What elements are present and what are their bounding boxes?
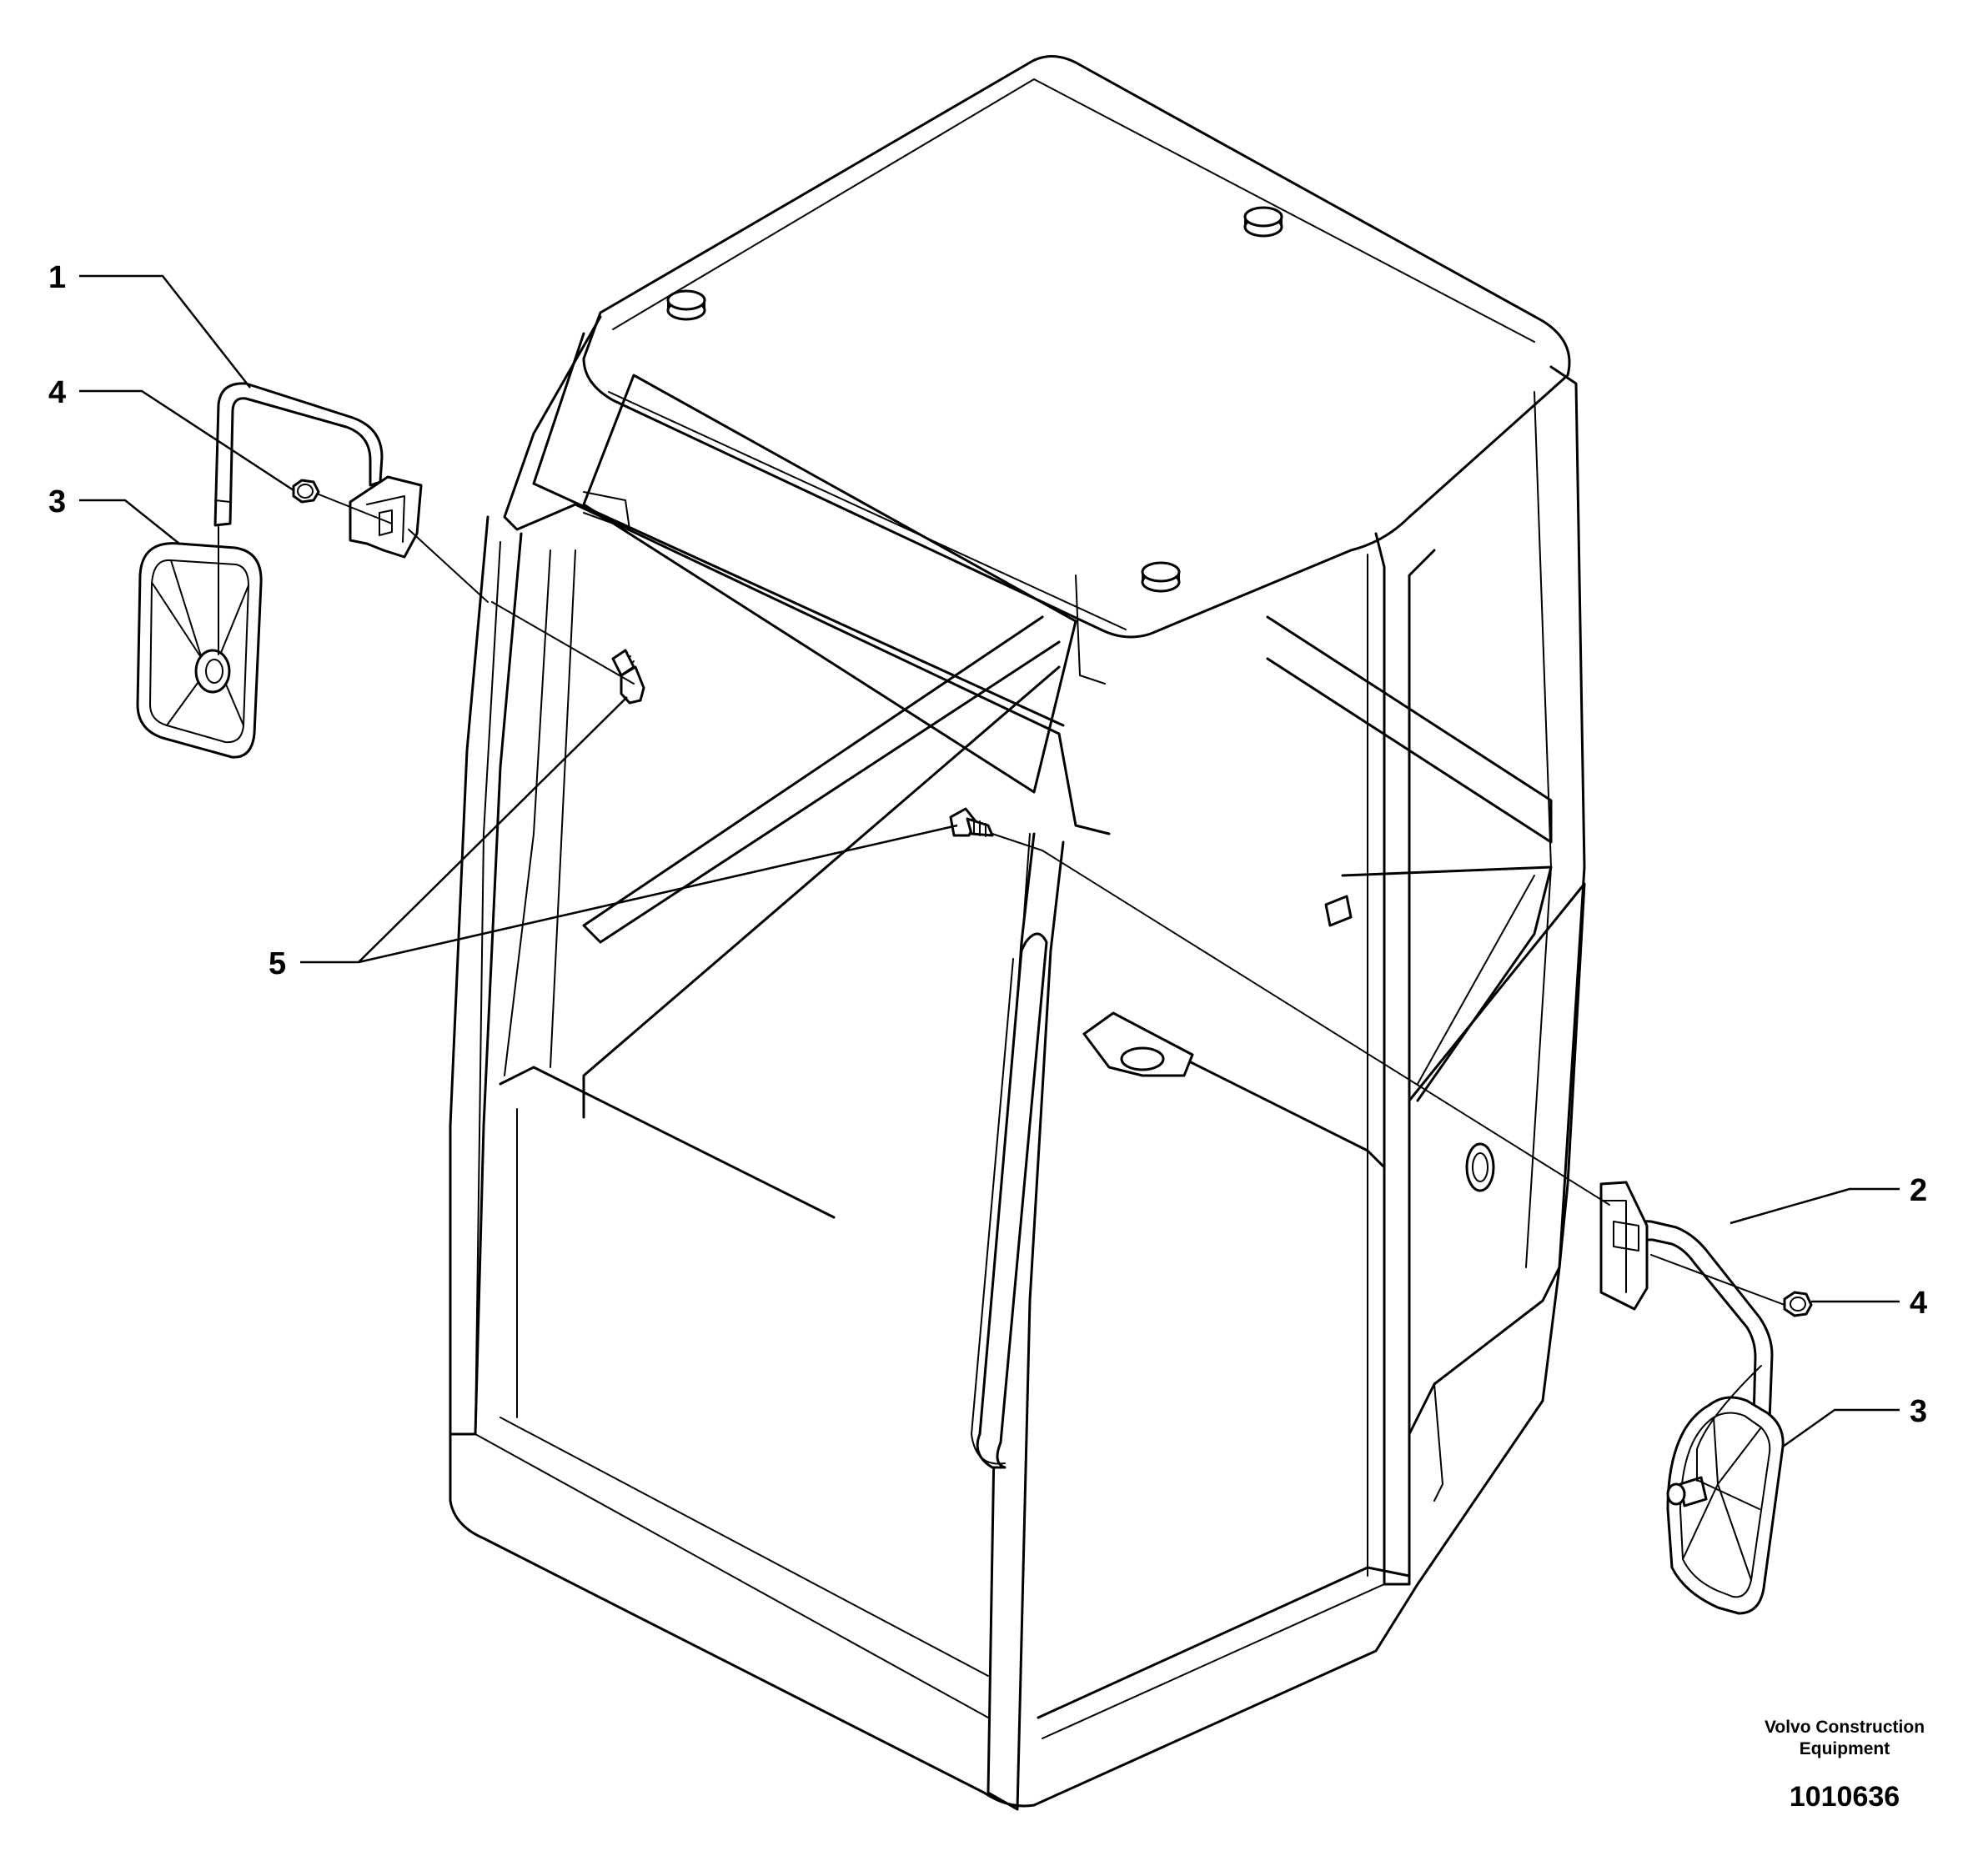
front-left-pillar: [449, 515, 523, 1436]
manufacturer-name-line-2: Equipment: [1800, 1739, 1890, 1758]
door-latch: [1324, 895, 1353, 927]
left-mirror-assembly: [136, 382, 423, 759]
cab-roof: [582, 55, 1571, 639]
callout-3-left: 3: [48, 484, 180, 544]
operator-cab: [449, 55, 1586, 1811]
svg-text:1: 1: [48, 260, 66, 295]
svg-text:4: 4: [1910, 1286, 1927, 1321]
left-mirror-arm: [213, 382, 384, 527]
cab-base-frame: [449, 1424, 1419, 1808]
rear-right-pillar: [1416, 365, 1586, 1586]
drawing-number: 1010636: [1790, 1781, 1900, 1813]
bolt-lower: [949, 807, 994, 837]
grab-handle: [976, 932, 1048, 1469]
roof-mount-pads: [666, 206, 1283, 593]
svg-text:2: 2: [1910, 1173, 1927, 1208]
bolt-upper: [611, 649, 645, 705]
side-panel-grommet: [1465, 1142, 1495, 1192]
callout-2: 2: [1729, 1173, 1927, 1225]
svg-text:3: 3: [48, 484, 66, 519]
callout-1: 1: [48, 260, 251, 389]
left-nut: [292, 479, 320, 504]
manufacturer-name-line-1: Volvo Construction: [1765, 1718, 1925, 1737]
right-mirror-arm: [1619, 1220, 1774, 1511]
rear-mount-bracket: [1082, 1011, 1194, 1077]
callout-3-right: 3: [1782, 1394, 1927, 1448]
callout-4-left: 4: [48, 375, 294, 492]
left-mirror-bracket: [349, 475, 423, 559]
drawing-footer: Volvo Construction Equipment 1010636: [1765, 1718, 1925, 1813]
svg-text:3: 3: [1910, 1394, 1927, 1429]
right-nut: [1783, 1291, 1813, 1317]
svg-text:4: 4: [48, 375, 66, 410]
right-mirror-assembly: [1599, 1181, 1813, 1615]
callout-4-right: 4: [1811, 1286, 1927, 1321]
right-side-panel: [1408, 882, 1586, 1436]
assembly-axis-lines: [218, 493, 1785, 1510]
front-header-frame: [503, 315, 1111, 835]
callout-5: 5: [269, 696, 958, 981]
svg-text:5: 5: [269, 946, 286, 981]
right-mirror-bracket: [1599, 1181, 1649, 1311]
front-window-opening: [582, 374, 1077, 794]
